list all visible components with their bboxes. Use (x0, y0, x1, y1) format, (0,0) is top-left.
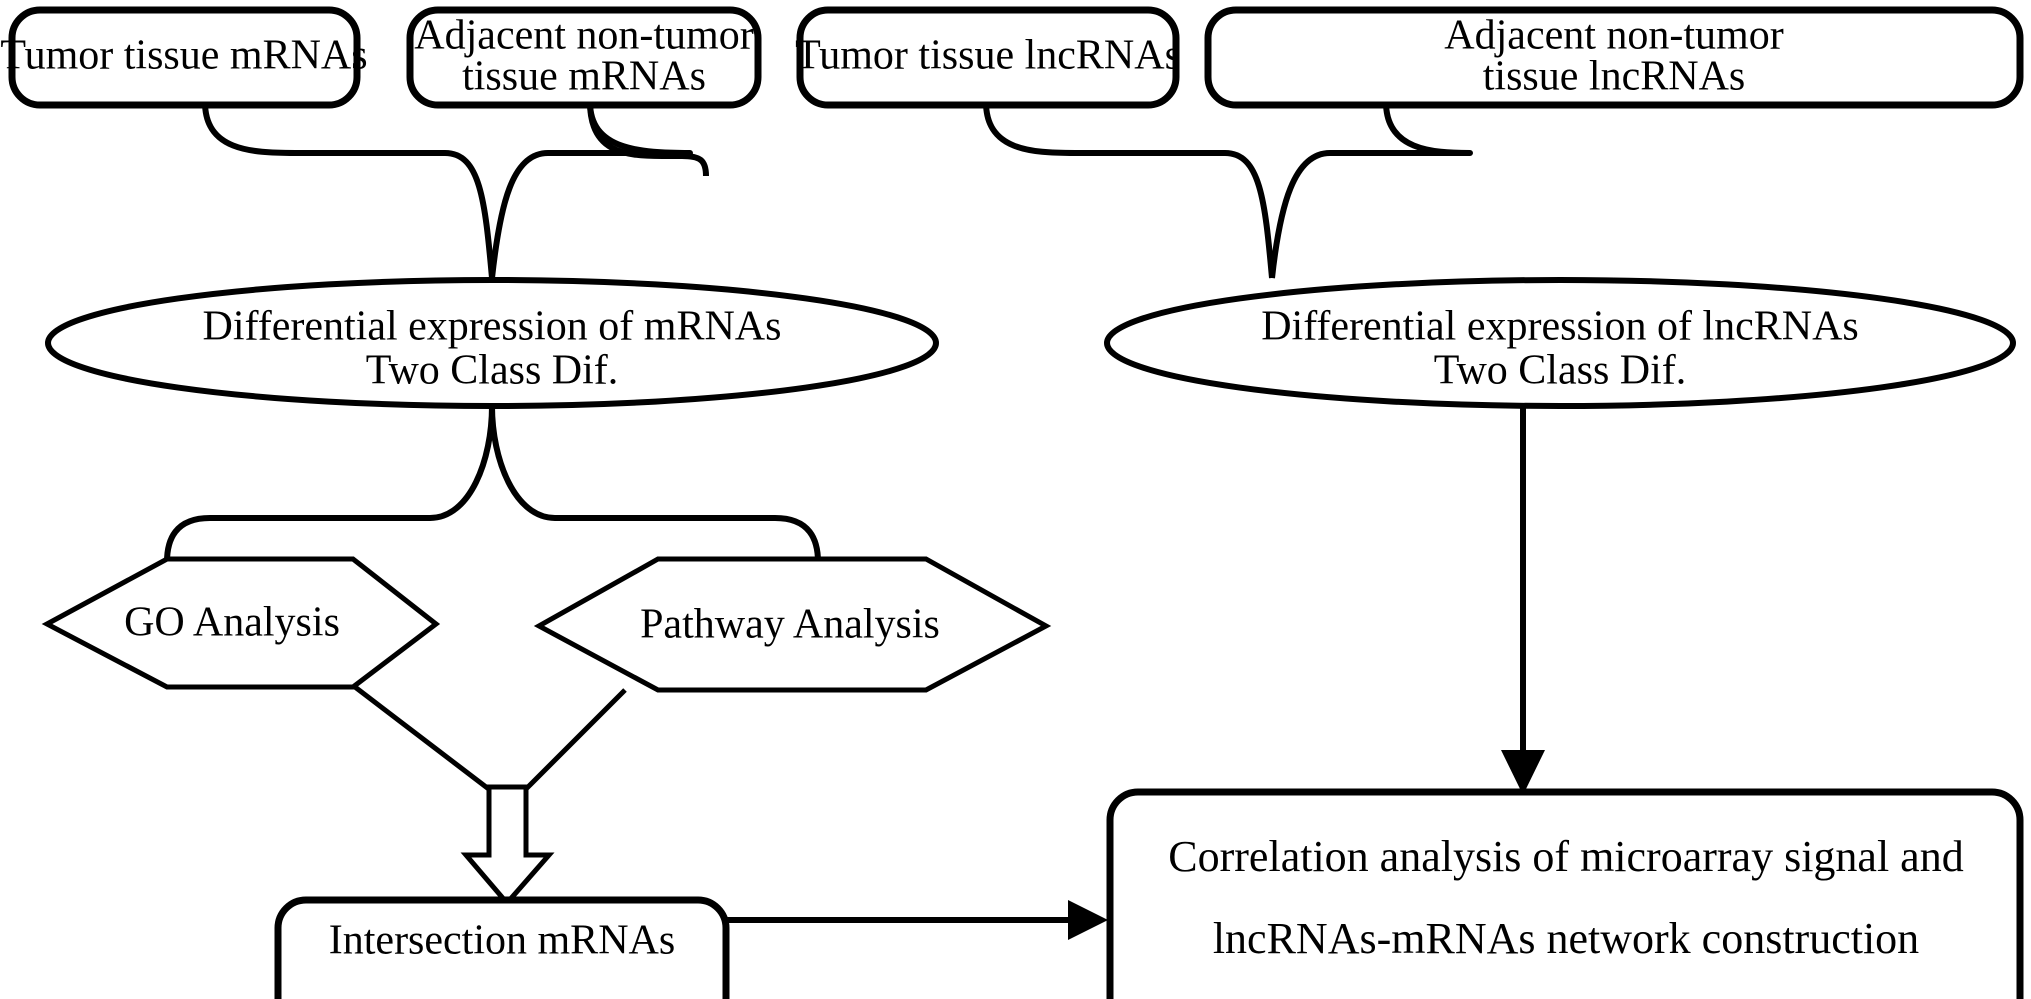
node-correlation-analysis-label-line1: Correlation analysis of microarray signa… (1168, 832, 1963, 881)
edge-adjacent-lncrna-to-diff-lncrna (1269, 101, 1473, 279)
edge-hexagons-merge (353, 685, 627, 792)
node-tumor-tissue-lncrnas-label: Tumor tissue lncRNAs (795, 33, 1181, 79)
node-adjacent-non-tumor-lncrnas[interactable]: Adjacent non-tumor tissue lncRNAs (1204, 6, 2024, 109)
node-differential-expression-lncrnas-label-line1: Differential expression of lncRNAs (1261, 304, 1859, 350)
edge-hollow-block-arrow (460, 784, 555, 907)
arrowhead-right-icon (1068, 900, 1108, 940)
edge-intersection-to-correlation (726, 900, 1108, 940)
node-differential-expression-lncrnas-label-line2: Two Class Dif. (1434, 348, 1687, 394)
node-correlation-analysis[interactable]: Correlation analysis of microarray signa… (1106, 788, 2024, 999)
node-intersection-mrnas[interactable]: Intersection mRNAs (274, 896, 730, 999)
edge-adjacent-mrna-to-diff-mrna (489, 101, 693, 279)
node-go-analysis[interactable]: GO Analysis (41, 556, 441, 690)
edge-diff-mrna-split (164, 405, 821, 563)
node-pathway-analysis-label: Pathway Analysis (640, 602, 940, 648)
node-correlation-analysis-box[interactable] (1106, 788, 2024, 999)
edge-tumor-mrna-to-diff-mrna (202, 101, 495, 279)
node-tumor-tissue-lncrnas[interactable]: Tumor tissue lncRNAs (795, 6, 1181, 109)
node-intersection-mrnas-label: Intersection mRNAs (329, 918, 675, 964)
node-differential-expression-mrnas-label-line2: Two Class Dif. (366, 348, 619, 394)
edge-diff-lncrna-to-correlation (1501, 406, 1545, 795)
node-adjacent-non-tumor-mrnas[interactable]: Adjacent non-tumor tissue mRNAs (406, 6, 762, 109)
node-adjacent-non-tumor-mrnas-label-line2: tissue mRNAs (462, 54, 706, 100)
arrowhead-down-icon (1501, 750, 1545, 795)
node-differential-expression-mrnas-label-line1: Differential expression of mRNAs (203, 304, 782, 350)
node-adjacent-non-tumor-lncrnas-label-line2: tissue lncRNAs (1483, 54, 1746, 100)
node-pathway-analysis[interactable]: Pathway Analysis (533, 556, 1052, 693)
edge-tumor-lncrna-to-diff-lncrna (983, 101, 1275, 279)
node-differential-expression-lncrnas[interactable]: Differential expression of lncRNAs Two C… (1104, 277, 2016, 409)
node-differential-expression-mrnas[interactable]: Differential expression of mRNAs Two Cla… (45, 277, 939, 409)
node-intersection-mrnas-box[interactable] (274, 896, 730, 999)
node-tumor-tissue-mrnas[interactable]: Tumor tissue mRNAs (0, 6, 368, 109)
node-adjacent-non-tumor-lncrnas-label-line1: Adjacent non-tumor (1444, 13, 1783, 59)
edge-adjacent-mrna-branch (587, 101, 709, 177)
node-go-analysis-label: GO Analysis (124, 600, 340, 646)
node-tumor-tissue-mrnas-label: Tumor tissue mRNAs (0, 33, 367, 79)
node-correlation-analysis-label-line2: lncRNAs-mRNAs network construction (1213, 914, 1919, 963)
node-adjacent-non-tumor-mrnas-label-line1: Adjacent non-tumor (414, 13, 753, 59)
